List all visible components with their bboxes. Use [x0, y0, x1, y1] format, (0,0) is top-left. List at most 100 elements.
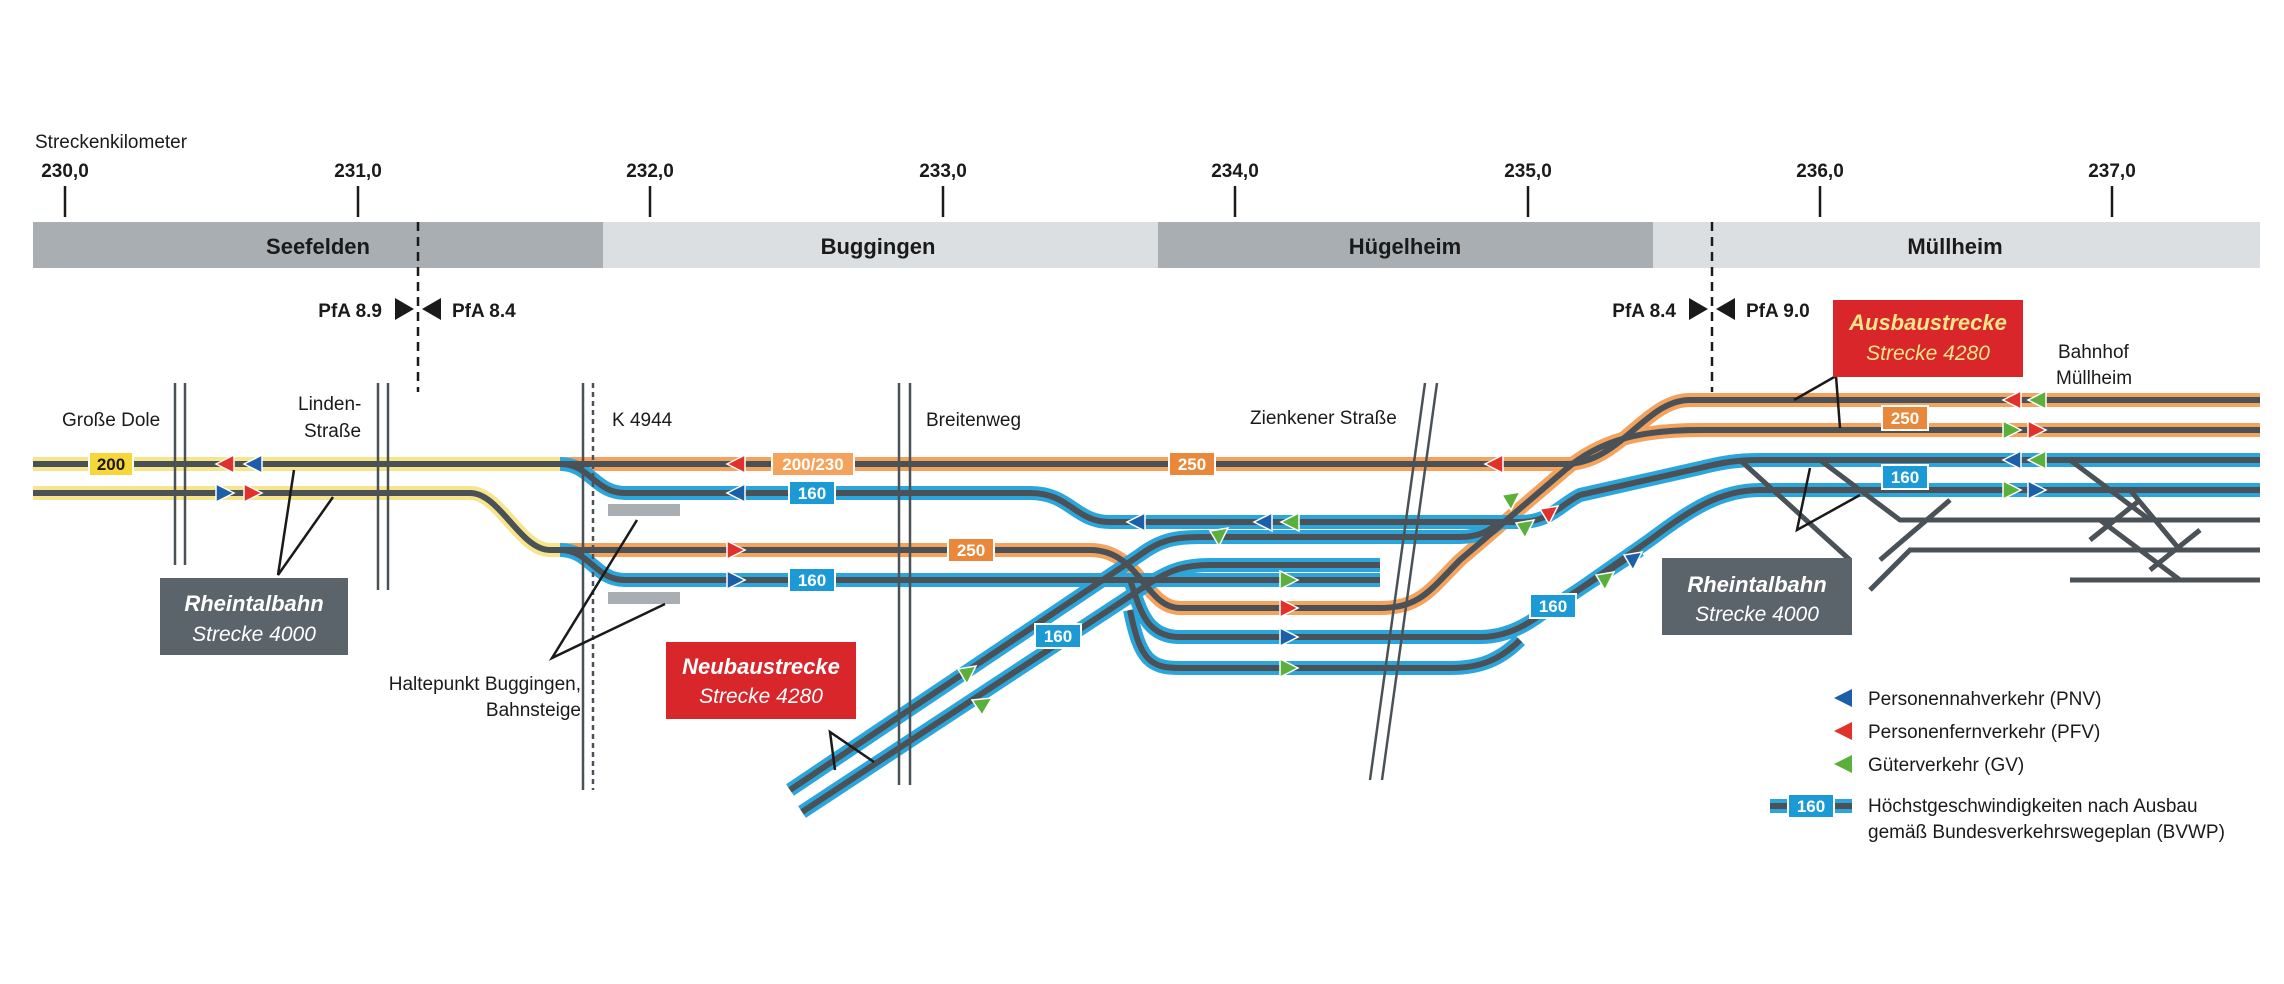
km-label: 234,0	[1211, 161, 1259, 182]
gv-arrow	[1514, 519, 1536, 540]
place-labels: Große Dole Linden- Straße K 4944 Breiten…	[62, 342, 2132, 721]
legend-pfv-icon	[1834, 722, 1852, 740]
speed-badge: 160	[1881, 464, 1929, 490]
section-boundary-right: PfA 8.4 PfA 9.0	[1612, 222, 1810, 392]
svg-text:160: 160	[1539, 597, 1567, 616]
gv-arrow	[1594, 571, 1616, 592]
gv-arrow	[2026, 389, 2047, 411]
speed-badge: 250	[1881, 405, 1929, 431]
box-title: Ausbaustrecke	[1848, 310, 2007, 335]
legend-pfv: Personenfernverkehr (PFV)	[1868, 722, 2100, 743]
pfv-arrow	[1483, 453, 1504, 475]
km-label: 236,0	[1796, 161, 1844, 182]
svg-text:250: 250	[957, 541, 985, 560]
pfv-arrow	[2001, 389, 2022, 411]
svg-text:160: 160	[1797, 797, 1825, 816]
km-label: 237,0	[2088, 161, 2136, 182]
svg-text:160: 160	[1044, 627, 1072, 646]
town-buggingen: Buggingen	[821, 234, 936, 259]
label-bahnsteige: Bahnsteige	[486, 700, 581, 721]
label-zienkener-strasse: Zienkener Straße	[1250, 408, 1397, 429]
box-subtitle: Strecke 4280	[1866, 342, 1990, 365]
gv-arrow	[1500, 491, 1522, 512]
box-title: Rheintalbahn	[1687, 572, 1826, 597]
pnv-arrow	[1622, 551, 1644, 572]
section-boundary-left: PfA 8.9 PfA 8.4	[318, 222, 516, 392]
pfv-arrow	[243, 482, 264, 504]
platform	[608, 504, 680, 516]
label-grosse-dole: Große Dole	[62, 410, 160, 431]
section-label: PfA 8.9	[318, 301, 382, 322]
section-label: PfA 8.4	[1612, 301, 1676, 322]
km-label: 232,0	[626, 161, 674, 182]
station-yard	[1738, 458, 2260, 592]
pnv-arrow	[2027, 479, 2048, 501]
pfv-arrow	[1538, 505, 1560, 526]
pnv-arrow	[1279, 626, 1300, 648]
box-subtitle: Strecke 4000	[192, 623, 316, 646]
label-bahnhof-muellheim: Müllheim	[2056, 368, 2132, 389]
box-neubaustrecke: Neubaustrecke Strecke 4280	[666, 642, 856, 719]
label-linden-1: Linden-	[298, 394, 361, 415]
legend: Personennahverkehr (PNV) Personenfernver…	[1770, 689, 2225, 843]
box-title: Rheintalbahn	[184, 591, 323, 616]
label-bahnhof: Bahnhof	[2058, 342, 2130, 363]
label-linden-2: Straße	[304, 421, 361, 442]
direction-arrows	[214, 389, 2048, 717]
svg-text:200/230: 200/230	[782, 455, 843, 474]
track-lines	[33, 397, 2260, 815]
km-label: 231,0	[334, 161, 382, 182]
speed-badge: 160	[788, 480, 836, 506]
svg-text:200: 200	[97, 455, 125, 474]
label-breitenweg: Breitenweg	[926, 410, 1021, 431]
speed-badges: 200 200/230 250 250 250 160 160 160 160 …	[88, 405, 1929, 649]
gv-arrow	[970, 697, 994, 717]
box-subtitle: Strecke 4000	[1695, 603, 1819, 626]
svg-text:250: 250	[1891, 409, 1919, 428]
legend-pnv: Personennahverkehr (PNV)	[1868, 689, 2101, 710]
pnv-arrow	[2001, 449, 2022, 471]
speed-badge: 250	[1168, 451, 1216, 477]
pnv-arrow	[725, 482, 746, 504]
box-subtitle: Strecke 4280	[699, 685, 823, 708]
legend-speed-1: Höchstgeschwindigkeiten nach Ausbau	[1868, 796, 2198, 817]
section-label: PfA 8.4	[452, 301, 516, 322]
km-label: 235,0	[1504, 161, 1552, 182]
crossings	[173, 382, 1439, 790]
legend-gv: Güterverkehr (GV)	[1868, 755, 2024, 776]
speed-badge: 160	[788, 567, 836, 593]
box-title: Neubaustrecke	[682, 654, 840, 679]
speed-badge: 250	[947, 537, 995, 563]
gv-arrow	[956, 665, 978, 686]
label-haltepunkt: Haltepunkt Buggingen,	[389, 674, 581, 695]
box-rheintalbahn-right: Rheintalbahn Strecke 4000	[1662, 558, 1852, 635]
svg-text:160: 160	[798, 571, 826, 590]
pnv-arrow	[1125, 511, 1146, 533]
gv-arrow	[1279, 511, 1300, 533]
pfv-arrow	[725, 453, 746, 475]
box-rheintalbahn-left: Rheintalbahn Strecke 4000	[160, 578, 348, 655]
svg-text:250: 250	[1178, 455, 1206, 474]
legend-gv-icon	[1834, 755, 1852, 773]
gv-arrow	[2002, 479, 2023, 501]
gv-arrow	[2026, 449, 2047, 471]
speed-badge: 160	[1034, 623, 1082, 649]
section-label: PfA 9.0	[1746, 301, 1810, 322]
pnv-arrow	[215, 482, 236, 504]
pfv-arrow	[2027, 419, 2048, 441]
gv-arrow	[1208, 527, 1230, 548]
legend-speed-badge	[1787, 793, 1835, 819]
legend-pnv-icon	[1834, 689, 1852, 707]
town-seefelden: Seefelden	[266, 234, 370, 259]
pfv-arrow	[214, 453, 235, 475]
pnv-arrow	[242, 453, 263, 475]
gv-arrow	[2002, 419, 2023, 441]
gv-arrow	[1279, 657, 1300, 679]
platform	[608, 592, 680, 604]
speed-badge: 200/230	[771, 451, 855, 477]
speed-badge: 200	[88, 451, 134, 477]
svg-text:160: 160	[1891, 468, 1919, 487]
km-label: 233,0	[919, 161, 967, 182]
